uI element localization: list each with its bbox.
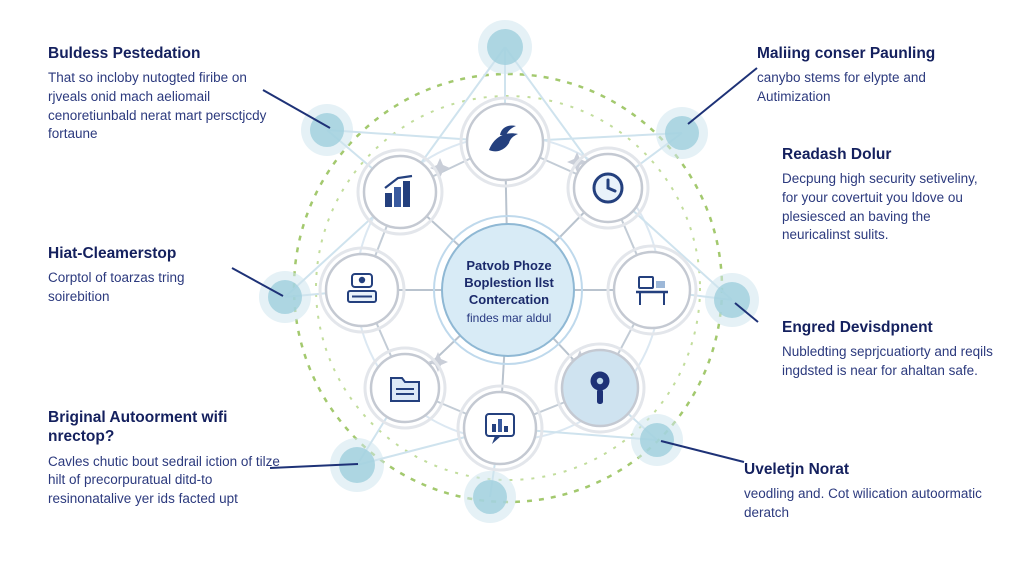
label-body: Decpung high security setiveliny, for yo… xyxy=(782,171,978,243)
node-bar-chart xyxy=(356,148,444,236)
label-body: That so incloby nutogted firibe on rjvea… xyxy=(48,70,267,142)
label-block-left: Hiat-Cleamerstop Corptol of toarzas trin… xyxy=(48,244,248,307)
label-title: Engred Devisdpnent xyxy=(782,319,933,336)
chart-bubble-icon xyxy=(485,413,515,444)
label-body: Nubledting seprjcuatiorty and reqils ing… xyxy=(782,344,993,378)
label-title: Uveletjn Norat xyxy=(744,461,850,478)
label-title: Readash Dolur xyxy=(782,146,892,163)
center-hub xyxy=(433,215,583,365)
label-body: Cavles chutic bout sedrail iction of til… xyxy=(48,453,280,506)
node-key xyxy=(554,342,646,434)
label-block-bottom-right: Uveletjn Norat veodling and. Cot wilicat… xyxy=(744,460,984,523)
bar-chart-icon xyxy=(384,174,413,207)
label-body: Corptol of toarzas tring soirebition xyxy=(48,270,185,304)
label-block-right-upper: Readash Dolur Decpung high security seti… xyxy=(782,145,994,245)
label-block-top-right: Maliing conser Paunling canybo stems for… xyxy=(757,44,992,107)
node-workstation xyxy=(606,244,698,336)
label-block-right-lower: Engred Devisdpnent Nubledting seprjcuati… xyxy=(782,318,994,381)
label-body: veodling and. Cot wilication autoormatic… xyxy=(744,486,982,520)
workstation-icon xyxy=(636,276,668,305)
icon-nodes xyxy=(318,96,698,472)
center-title: Patvob Phoze Boplestion llst Contercatio… xyxy=(464,257,554,307)
node-folder xyxy=(363,346,447,430)
sparkle-icon xyxy=(428,352,448,372)
label-title: Maliing conser Paunling xyxy=(757,45,936,62)
label-title: Briginal Autoorment wifi nrectop? xyxy=(48,409,228,446)
sparkle-icon xyxy=(430,158,450,178)
inner-dashed-ring xyxy=(315,95,701,481)
label-block-top-left: Buldess Pestedation That so incloby nuto… xyxy=(48,44,283,144)
glow-node xyxy=(478,20,532,74)
label-block-bottom-left: Briginal Autoorment wifi nrectop? Cavles… xyxy=(48,408,283,509)
dove-icon xyxy=(489,125,518,152)
node-clock xyxy=(566,146,650,230)
label-connectors xyxy=(231,67,759,469)
label-title: Buldess Pestedation xyxy=(48,45,201,62)
label-title: Hiat-Cleamerstop xyxy=(48,245,177,262)
glow-node xyxy=(631,414,683,466)
key-icon xyxy=(590,371,610,404)
node-chart-bubble xyxy=(456,384,544,472)
label-body: canybo stems for elypte and Autimization xyxy=(757,70,926,104)
glow-node xyxy=(259,271,311,323)
glow-node xyxy=(656,107,708,159)
glow-node xyxy=(301,104,353,156)
device-icon xyxy=(347,273,377,303)
clock-icon xyxy=(592,172,624,204)
node-dove xyxy=(459,96,551,188)
center-subtitle: findes mar aldul xyxy=(466,310,552,325)
folder-icon xyxy=(390,377,420,402)
center-hub-text: Patvob Phoze Boplestion llst Contercatio… xyxy=(446,246,572,338)
node-device xyxy=(318,246,406,334)
glow-node xyxy=(464,471,516,523)
glow-node xyxy=(705,273,759,327)
